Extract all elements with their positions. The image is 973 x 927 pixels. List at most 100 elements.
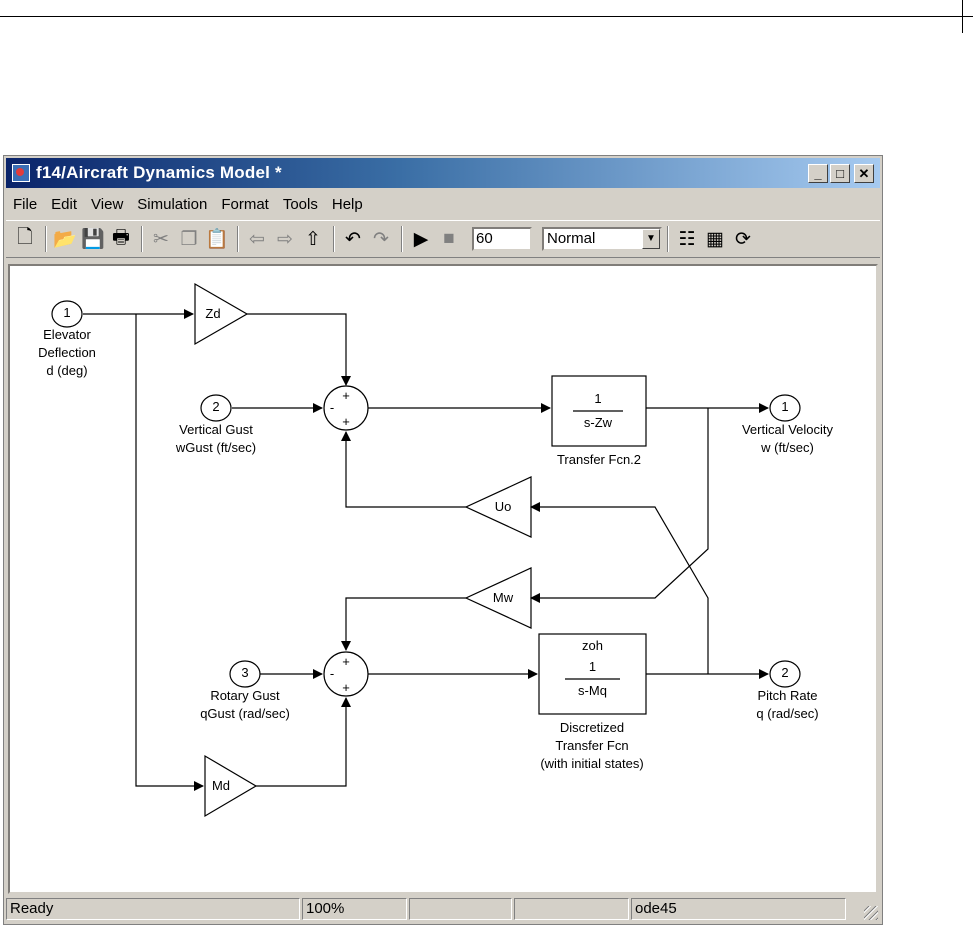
outport-2-caption: Pitch Rate q (rad/sec) (740, 687, 835, 723)
title-bar[interactable]: f14/Aircraft Dynamics Model * _ □ ✕ (6, 158, 880, 188)
inport-3[interactable] (229, 660, 261, 688)
gain-zd[interactable] (194, 282, 249, 346)
discretized-transfer-fcn[interactable] (538, 633, 647, 715)
inport-1-caption: Elevator Deflection d (deg) (27, 326, 107, 380)
cut-icon[interactable]: ✂ (153, 228, 169, 250)
gain-mw-label: Mw (492, 590, 514, 605)
status-blank-1 (409, 898, 512, 920)
caption-line: wGust (ft/sec) (175, 440, 257, 455)
sum1-plus-bottom: + (342, 414, 350, 429)
status-bar: Ready 100% ode45 (6, 898, 880, 922)
gain-zd-label: Zd (205, 306, 221, 321)
toolbar-separator (237, 226, 239, 252)
window-controls: _ □ ✕ (808, 164, 874, 183)
toolbar-separator (667, 226, 669, 252)
caption-line: Vertical Velocity (741, 422, 834, 437)
menu-edit[interactable]: Edit (51, 195, 78, 213)
copy-icon[interactable]: ❐ (180, 228, 198, 250)
signal-line (530, 408, 709, 603)
chevron-down-icon[interactable]: ▼ (642, 229, 660, 249)
outport-1[interactable] (769, 394, 801, 422)
stop-time-input[interactable]: 60 (472, 227, 532, 251)
inport-1-number: 1 (63, 305, 71, 320)
dtf-denominator: s-Mq (578, 683, 607, 698)
undo-icon[interactable]: ↶ (345, 228, 361, 250)
simulation-mode-value: Normal (547, 230, 596, 247)
back-icon[interactable]: ⇦ (249, 228, 265, 250)
menu-bar: File Edit View Simulation Format Tools H… (6, 191, 880, 217)
minimize-button[interactable]: _ (808, 164, 828, 183)
caption-line: d (deg) (46, 363, 88, 378)
status-solver: ode45 (631, 898, 846, 920)
sum-block-2[interactable] (323, 651, 369, 697)
sum2-plus-top: + (342, 654, 350, 669)
tf2-caption: Transfer Fcn.2 (556, 452, 642, 467)
stop-icon[interactable]: ■ (443, 228, 455, 249)
simulink-window: f14/Aircraft Dynamics Model * _ □ ✕ File… (3, 155, 883, 925)
caption-line: (with initial states) (540, 756, 644, 771)
library-browser-icon[interactable]: ☷ (678, 228, 696, 250)
toolbar: 🗋 📂 💾 🖶 ✂ ❐ 📋 ⇦ ⇨ ⇧ ↶ ↷ ▶ ■ 60 Normal ▼ … (6, 220, 880, 258)
caption-line: qGust (rad/sec) (200, 706, 290, 721)
toolbar-separator (141, 226, 143, 252)
menu-help[interactable]: Help (331, 195, 363, 213)
page-rule-right (962, 0, 963, 33)
inport-2[interactable] (200, 394, 232, 422)
caption-line: Transfer Fcn (555, 738, 629, 753)
refresh-icon[interactable]: ⟳ (735, 228, 751, 250)
forward-icon[interactable]: ⇨ (277, 228, 293, 250)
new-icon[interactable]: 🗋 (17, 227, 33, 248)
model-canvas[interactable]: 1 2 3 1 2 Zd Uo Mw Md + - + + - + 1 s-Zw… (8, 264, 878, 894)
sum1-minus-left: - (329, 400, 335, 415)
close-button[interactable]: ✕ (854, 164, 874, 183)
open-icon[interactable]: 📂 (53, 229, 77, 250)
dtf-caption: Discretized Transfer Fcn (with initial s… (522, 719, 662, 773)
caption-line: Elevator (43, 327, 91, 342)
outport-1-caption: Vertical Velocity w (ft/sec) (730, 421, 845, 457)
paste-icon[interactable]: 📋 (205, 229, 229, 250)
inport-1[interactable] (51, 300, 83, 328)
status-zoom: 100% (302, 898, 407, 920)
inport-3-caption: Rotary Gust qGust (rad/sec) (190, 687, 300, 723)
gain-uo[interactable] (464, 476, 532, 538)
redo-icon[interactable]: ↷ (373, 228, 389, 250)
menu-tools[interactable]: Tools (282, 195, 318, 213)
tf2-numerator: 1 (594, 391, 602, 406)
sum2-plus-bottom: + (342, 680, 350, 695)
page-rule-top (0, 16, 973, 17)
outport-2[interactable] (769, 660, 801, 688)
resize-grip-icon[interactable] (864, 906, 878, 920)
save-icon[interactable]: 💾 (81, 229, 105, 250)
gain-md[interactable] (204, 754, 258, 818)
caption-line: Rotary Gust (210, 688, 280, 703)
simulink-icon (12, 164, 30, 182)
block-diagram (51, 282, 801, 818)
inport-2-number: 2 (212, 399, 220, 414)
caption-line: w (ft/sec) (761, 440, 814, 455)
transfer-fcn-2[interactable] (551, 375, 647, 447)
inport-3-number: 3 (241, 665, 249, 680)
up-icon[interactable]: ⇧ (305, 228, 321, 250)
signal-line (135, 314, 204, 791)
caption-line: Vertical Gust (179, 422, 253, 437)
gain-mw[interactable] (464, 567, 532, 629)
status-blank-2 (514, 898, 629, 920)
maximize-button[interactable]: □ (830, 164, 850, 183)
signal-line (341, 431, 466, 508)
model-browser-icon[interactable]: ▦ (706, 228, 724, 250)
menu-format[interactable]: Format (221, 195, 269, 213)
menu-view[interactable]: View (91, 195, 124, 213)
signal-line (256, 697, 351, 787)
start-icon[interactable]: ▶ (413, 228, 429, 250)
sum2-minus-left: - (329, 666, 335, 681)
print-icon[interactable]: 🖶 (112, 227, 130, 248)
sum-block-1[interactable] (323, 385, 369, 431)
tf2-denominator: s-Zw (583, 415, 613, 430)
menu-file[interactable]: File (13, 195, 38, 213)
caption-line: Pitch Rate (757, 688, 818, 703)
outport-1-number: 1 (781, 399, 789, 414)
simulation-mode-select[interactable]: Normal ▼ (542, 227, 662, 251)
menu-simulation[interactable]: Simulation (137, 195, 208, 213)
inport-2-caption: Vertical Gust wGust (ft/sec) (166, 421, 266, 457)
caption-line: q (rad/sec) (756, 706, 819, 721)
